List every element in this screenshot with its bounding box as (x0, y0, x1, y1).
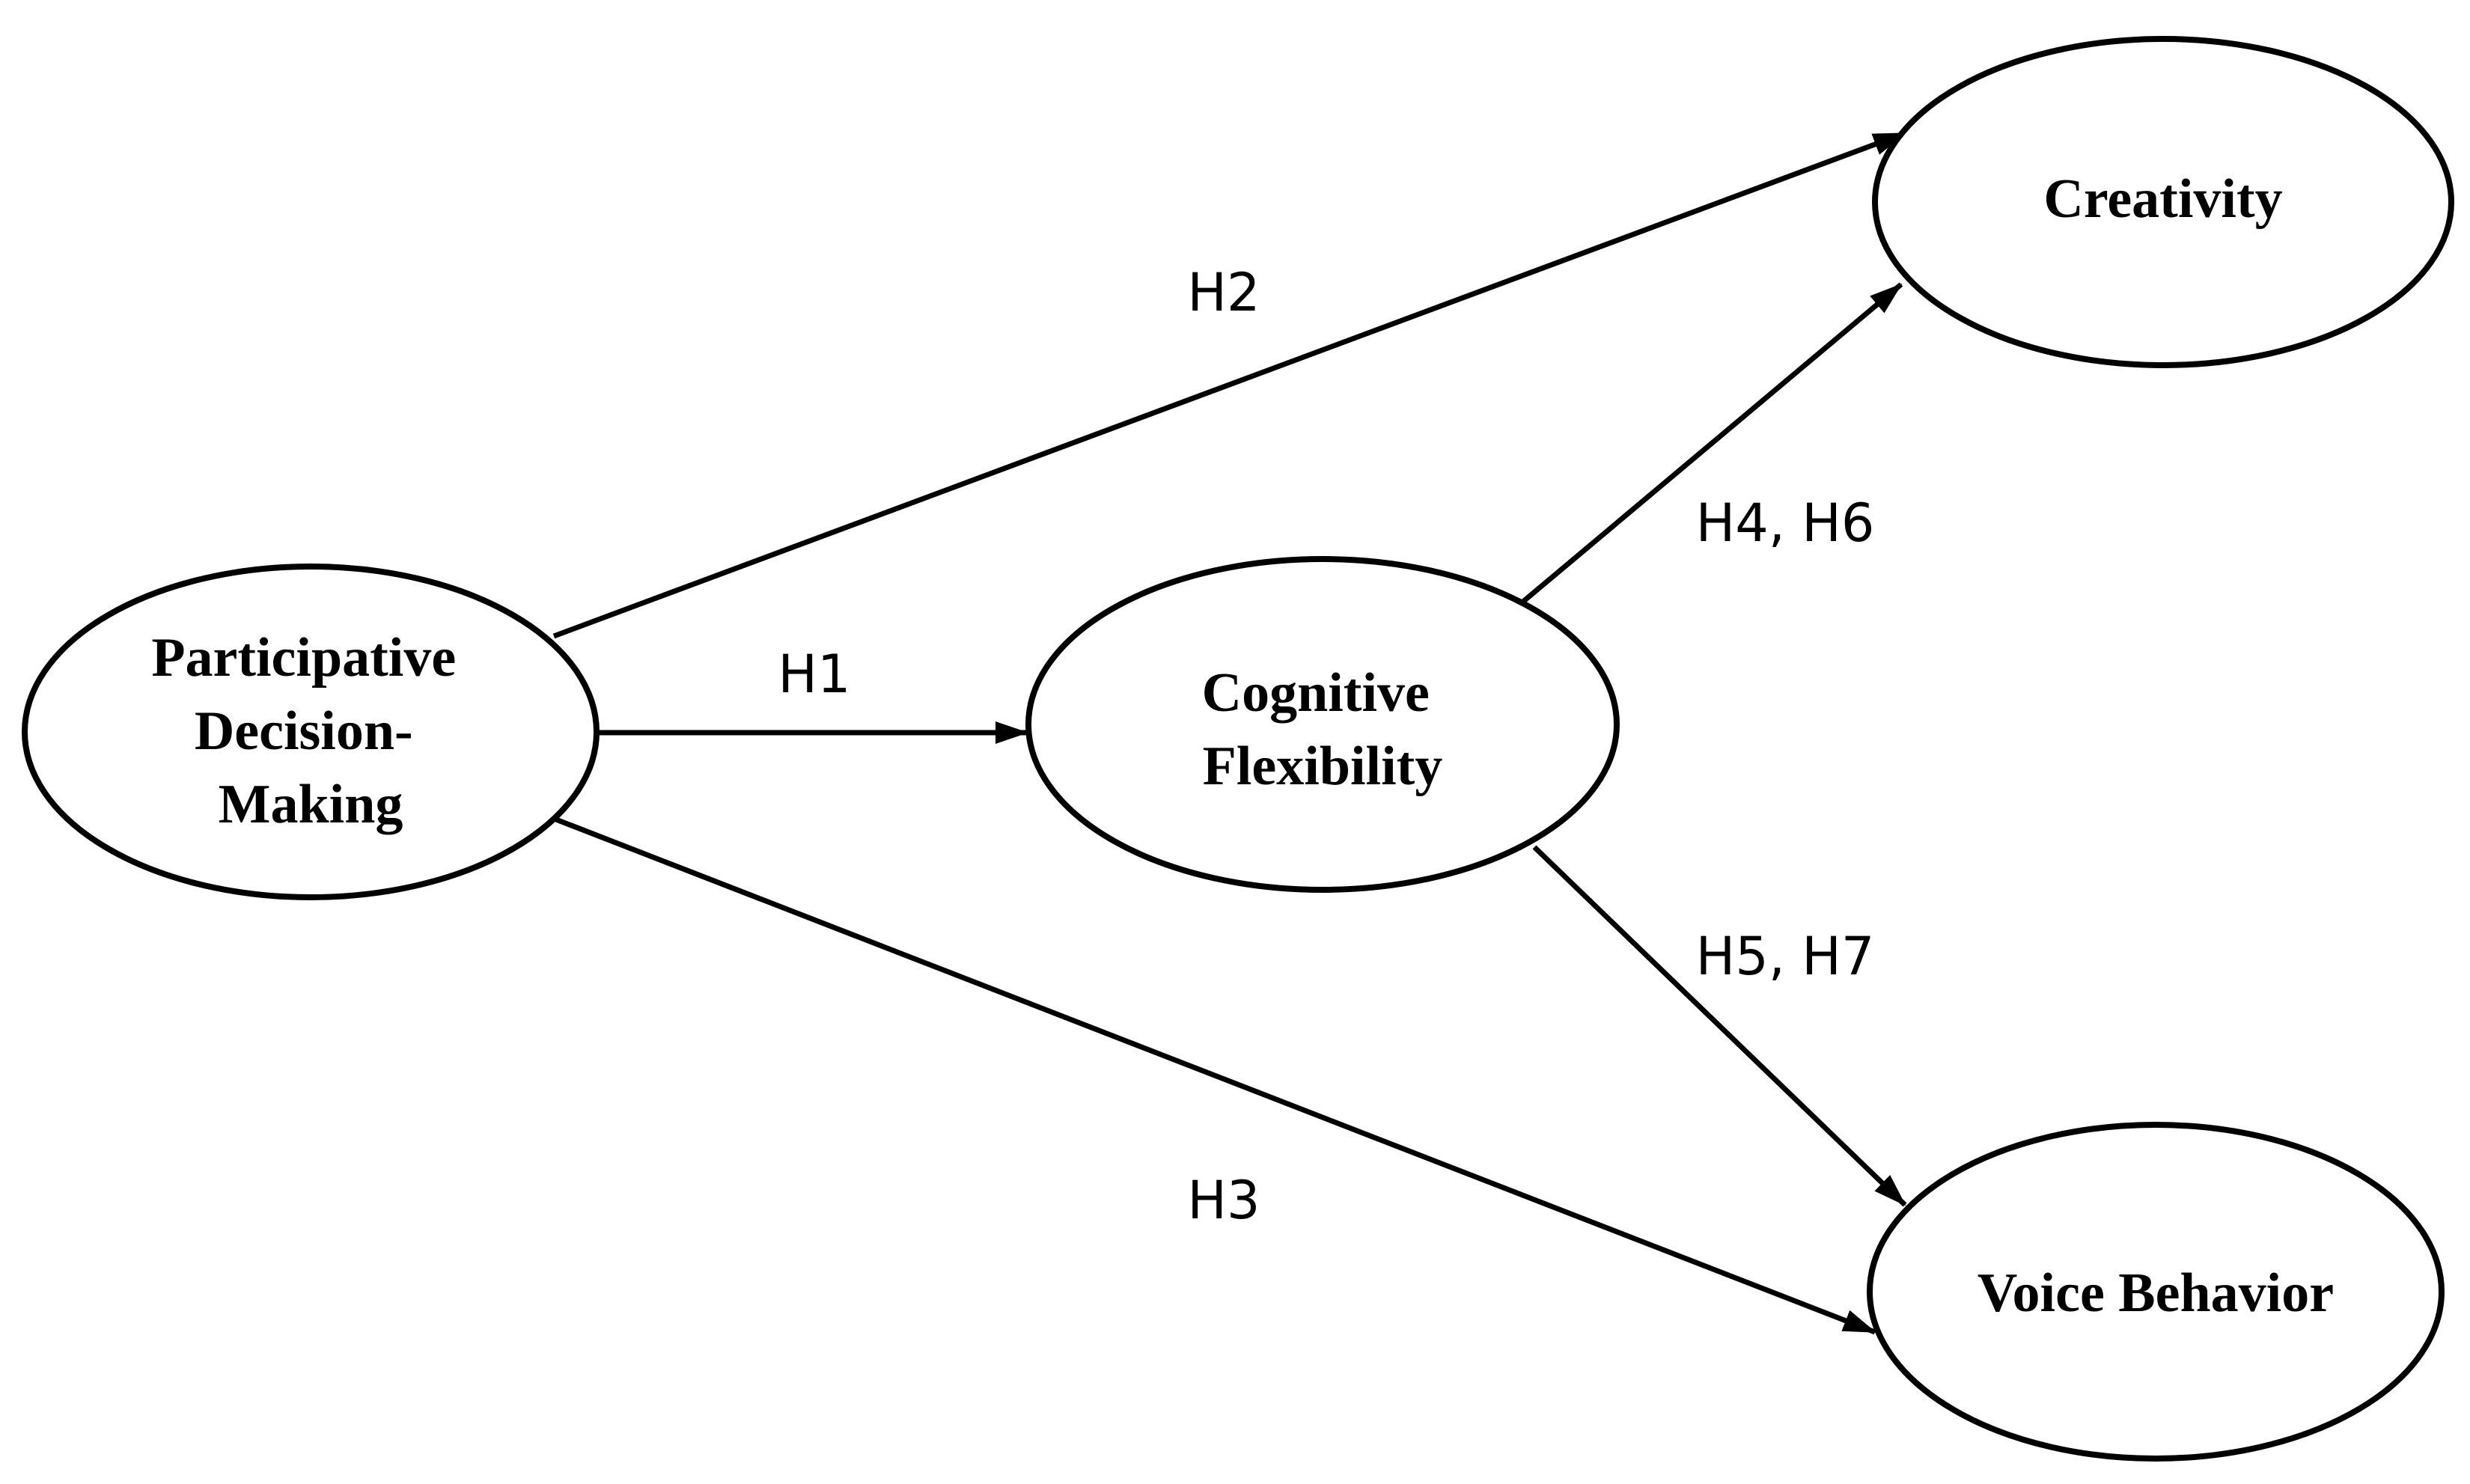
node-label-creativity: Creativity (2043, 168, 2282, 230)
node-label-cognitive-flexibility: Cognitive Flexibility (1202, 662, 1444, 797)
edges (545, 130, 1907, 1335)
node-creativity: Creativity (1872, 36, 2454, 368)
arrow-h2 (552, 130, 1906, 639)
node-label-line: Creativity (2043, 168, 2282, 230)
node-label-participative-decision-making: Participative Decision- Making (151, 627, 469, 835)
node-voice-behavior: Voice Behavior (1867, 1122, 2445, 1462)
node-label-voice-behavior: Voice Behavior (1977, 1262, 2334, 1324)
arrow-h5-h7 (1532, 845, 1907, 1207)
arrow-h3 (545, 813, 1876, 1335)
node-shape-voice-behavior (1867, 1122, 2445, 1462)
node-shape-cognitive-flexibility (1025, 556, 1620, 893)
node-shape-participative-decision-making (22, 564, 600, 900)
node-participative-decision-making: Participative Decision- Making (22, 564, 600, 900)
node-label-line: Making (219, 774, 403, 835)
node-label-line: Voice Behavior (1977, 1262, 2334, 1324)
node-label-line: Participative (151, 627, 456, 688)
arrow-h4-h6 (1517, 282, 1903, 607)
edge-labels: H1 H2 H3 H4, H6 H5, H7 (778, 262, 1874, 1231)
edge-label-h2: H2 (1187, 262, 1260, 323)
node-label-line: Cognitive (1202, 662, 1430, 724)
node-cognitive-flexibility: Cognitive Flexibility (1025, 556, 1620, 893)
node-label-line: Flexibility (1203, 736, 1443, 797)
edge-label-h5-h7: H5, H7 (1696, 926, 1875, 987)
edge-label-h1: H1 (778, 644, 850, 705)
node-shape-creativity (1872, 36, 2454, 368)
node-label-line: Decision- (195, 700, 413, 762)
edge-label-h4-h6: H4, H6 (1696, 492, 1875, 554)
edge-label-h3: H3 (1187, 1170, 1260, 1231)
